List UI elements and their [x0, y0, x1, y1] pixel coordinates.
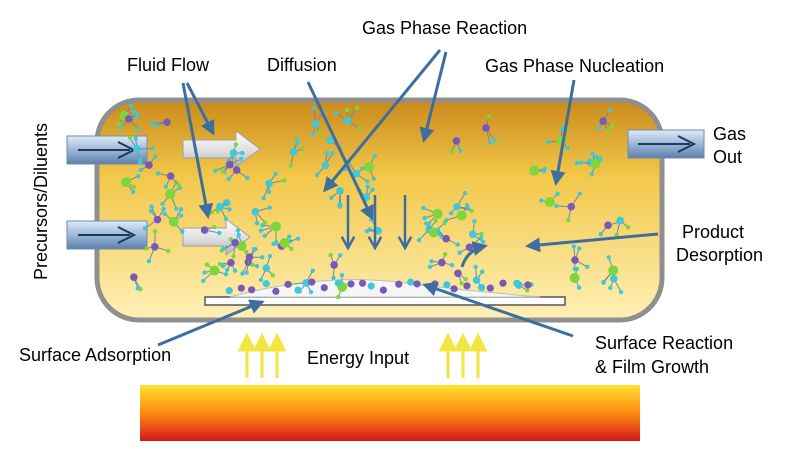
label-fluid-flow: Fluid Flow — [127, 55, 210, 75]
molecule — [421, 205, 443, 226]
molecule — [444, 202, 470, 223]
callout-arrows — [157, 49, 659, 347]
label-surface-reaction-1: Surface Reaction — [595, 333, 734, 353]
molecule — [608, 274, 624, 295]
molecule — [571, 244, 590, 272]
molecule — [329, 187, 344, 209]
label-diffusion: Diffusion — [267, 55, 337, 75]
molecule — [569, 266, 582, 290]
diffusion-arrows — [348, 195, 405, 248]
adsorbed-atom — [272, 287, 280, 295]
molecule — [258, 253, 275, 283]
molecule — [251, 205, 272, 226]
molecule — [119, 112, 141, 132]
molecule — [127, 135, 155, 162]
molecule — [144, 229, 171, 264]
adsorbed-atom — [499, 279, 507, 287]
heater — [140, 385, 640, 441]
molecule — [449, 137, 463, 155]
adsorbed-atom — [524, 281, 532, 289]
label-gas-phase-reaction: Gas Phase Reaction — [362, 18, 528, 38]
adsorbed-atom — [225, 287, 233, 295]
molecule — [539, 191, 560, 208]
molecule — [578, 151, 601, 177]
adsorbed-atom — [395, 280, 403, 288]
adsorbed-atom — [463, 282, 471, 290]
molecule — [130, 273, 143, 292]
molecule — [288, 137, 306, 168]
molecule-cloud — [116, 103, 631, 300]
adsorbed-atom — [486, 284, 494, 292]
molecule — [149, 118, 171, 128]
adsorbed-atom — [284, 280, 292, 288]
adsorbed-atom — [367, 282, 375, 290]
outlet-arrow-icon — [627, 129, 705, 159]
label-gas-out-2: Out — [713, 147, 743, 167]
molecule — [279, 236, 301, 251]
molecule — [137, 154, 158, 173]
adsorbed-atom — [334, 279, 342, 287]
molecule — [258, 221, 281, 245]
molecule — [244, 247, 265, 275]
molecule — [448, 190, 474, 216]
molecule — [219, 232, 241, 259]
adsorbed-atom — [308, 278, 316, 286]
label-surface-adsorption: Surface Adsorption — [19, 345, 172, 365]
label-energy-input: Energy Input — [307, 348, 410, 368]
molecule — [314, 151, 335, 178]
molecule — [435, 227, 460, 247]
adsorbed-atom — [379, 286, 387, 294]
adsorbed-atom — [294, 286, 302, 294]
molecule — [427, 252, 455, 270]
molecule — [529, 165, 547, 176]
molecule — [333, 105, 362, 131]
molecule — [596, 108, 615, 134]
molecule — [226, 166, 250, 182]
adsorbed-atom — [450, 285, 458, 293]
label-surface-reaction-2: & Film Growth — [595, 357, 710, 377]
adsorbed-atom — [443, 281, 451, 289]
molecule — [482, 114, 497, 145]
molecule — [213, 156, 244, 175]
inlet-arrow-icon — [66, 220, 148, 250]
molecule — [328, 252, 343, 281]
adsorbed-atom — [248, 286, 256, 294]
molecule — [217, 258, 238, 273]
label-product-desorption-2: Desorption — [676, 245, 764, 265]
molecule — [261, 171, 287, 201]
molecule — [200, 224, 222, 236]
molecule — [364, 153, 377, 181]
adsorbed-atom — [513, 279, 521, 287]
adsorbed-atom — [262, 280, 270, 288]
adsorbed-atom — [477, 283, 486, 291]
molecule — [201, 262, 229, 283]
molecule — [142, 204, 166, 231]
adsorbed-atom — [407, 278, 415, 286]
molecule — [598, 219, 624, 237]
adsorbed-atom — [358, 279, 367, 287]
label-gas-out-1: Gas — [713, 124, 747, 144]
energy-arrow-icon — [237, 332, 488, 378]
adsorbed-atom — [237, 284, 245, 292]
label-product-desorption-1: Product — [682, 222, 745, 242]
molecule — [554, 191, 582, 223]
molecule — [601, 255, 619, 285]
molecule — [120, 173, 141, 195]
adsorbed-atom — [347, 280, 355, 288]
molecule — [614, 216, 631, 238]
molecule — [155, 171, 181, 189]
molecule — [457, 235, 484, 255]
adsorbed-atom — [413, 280, 421, 288]
label-gas-phase-nucleation: Gas Phase Nucleation — [485, 56, 665, 76]
molecule — [454, 269, 468, 286]
adsorbed-atom — [320, 284, 328, 292]
molecule — [162, 207, 185, 234]
label-precursors-diluents: Precursors/Diluents — [31, 122, 51, 280]
